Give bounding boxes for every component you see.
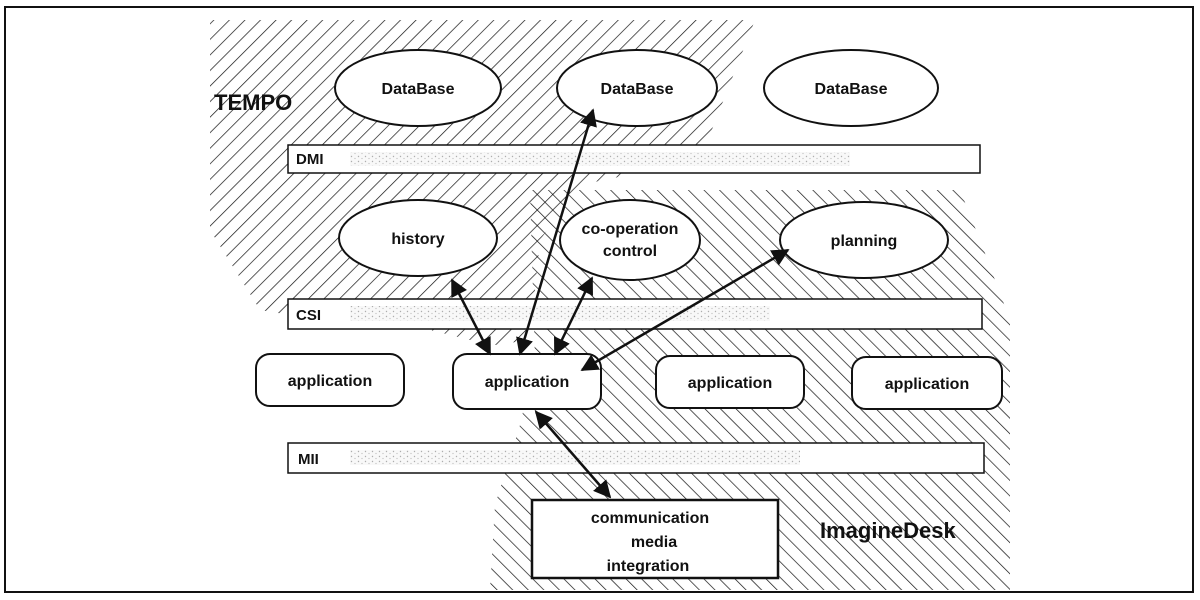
application-box-1: application [255, 353, 405, 407]
arrow-app-comm [534, 410, 612, 499]
application-box-3: application [655, 355, 805, 409]
cooperation-control-node: co-operation control [559, 199, 701, 281]
communication-media-integration-box: communication media integration [530, 498, 780, 580]
comm-label-line1: communication [591, 510, 709, 527]
cooperation-label-line2: control [603, 243, 657, 260]
database-label: DataBase [382, 81, 455, 98]
mii-label: MII [298, 451, 319, 468]
arrow-app-database [516, 108, 597, 356]
arrow-app-history [450, 278, 492, 356]
dmi-label: DMI [296, 151, 324, 168]
comm-label-line2: media [631, 534, 677, 551]
database-label: DataBase [815, 81, 888, 98]
cooperation-label-line1: co-operation [582, 221, 679, 238]
database-node-3: DataBase [763, 49, 939, 127]
csi-label: CSI [296, 307, 321, 324]
application-box-4: application [851, 356, 1003, 410]
database-node-2: DataBase [556, 49, 718, 127]
application-label: application [885, 376, 969, 393]
mii-layer-bar [287, 442, 985, 474]
application-label: application [485, 374, 569, 391]
diagram-frame [4, 6, 1194, 593]
imaginedesk-label: ImagineDesk [820, 518, 956, 543]
application-label: application [688, 375, 772, 392]
database-node-1: DataBase [334, 49, 502, 127]
history-node: history [338, 199, 498, 277]
planning-label: planning [831, 233, 898, 250]
application-label: application [288, 373, 372, 390]
application-box-2: application [452, 353, 602, 410]
planning-node: planning [779, 201, 949, 279]
tempo-label: TEMPO [214, 90, 292, 115]
arrow-app-planning [580, 248, 790, 372]
dmi-layer-bar [287, 144, 981, 174]
history-label: history [391, 231, 444, 248]
csi-layer-bar [287, 298, 983, 330]
database-label: DataBase [601, 81, 674, 98]
comm-label-line3: integration [607, 558, 690, 575]
